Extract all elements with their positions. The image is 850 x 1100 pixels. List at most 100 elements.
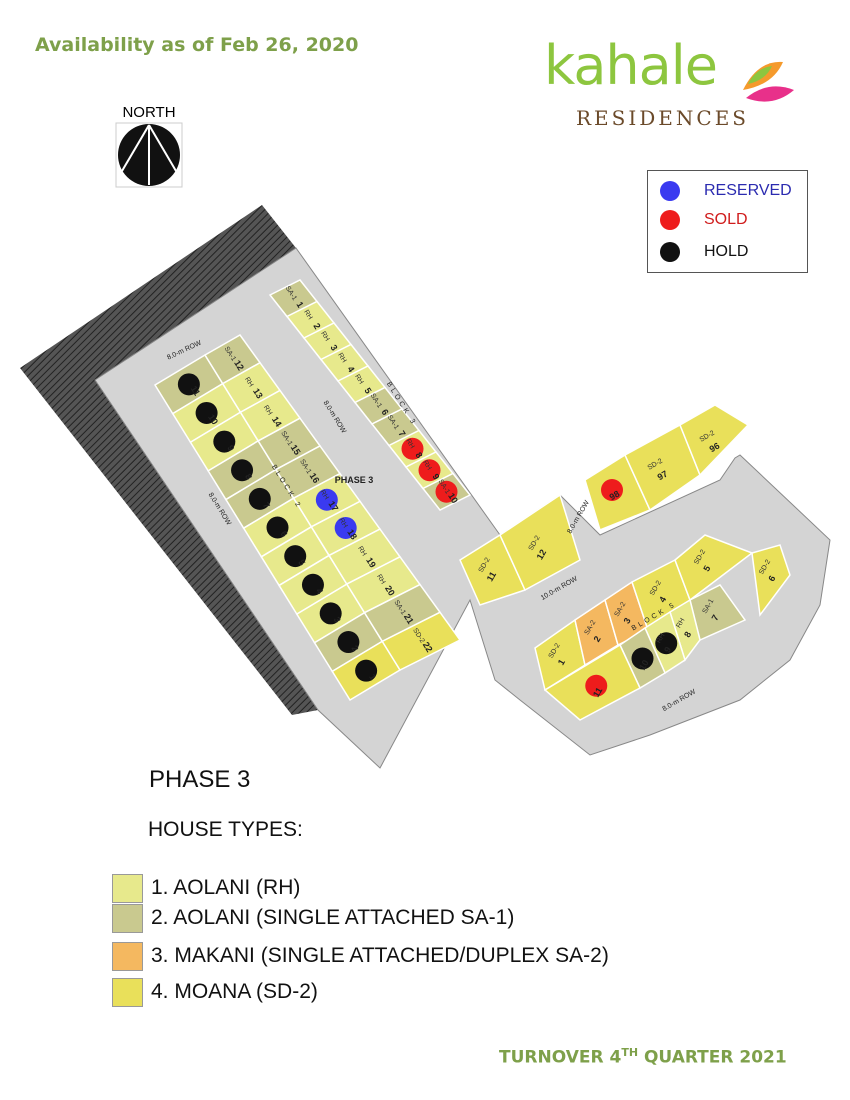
legend-label: SOLD	[704, 211, 748, 228]
lot-type-label: RH	[318, 489, 329, 501]
lot-type-label: RH	[421, 459, 432, 471]
swatch-icon	[112, 977, 143, 1007]
lot-number: 1	[367, 672, 378, 682]
lot-number: 3	[332, 615, 343, 625]
house-type-label: 4. MOANA (SD-2)	[151, 980, 318, 1003]
lot-number: 8	[682, 630, 693, 639]
hold-marker	[631, 647, 654, 670]
swatch-icon	[112, 941, 143, 971]
site-map: SA-11RH2RH3RH4RH5SA-16SA-17RH8RH9SA-110S…	[20, 205, 831, 769]
legend-label: HOLD	[704, 243, 749, 260]
lot-number: 97	[656, 469, 670, 483]
lot-number: 6	[278, 529, 289, 539]
north-compass: NORTH	[112, 104, 186, 194]
lot-number: 9	[225, 443, 236, 453]
reserved-marker	[315, 488, 338, 511]
lots-layer	[153, 279, 791, 721]
road-network	[94, 247, 831, 769]
lot-number: 1	[294, 300, 305, 310]
hold-marker	[248, 487, 271, 510]
hold-marker	[177, 373, 200, 396]
lot-number: 7	[710, 613, 721, 622]
hold-marker	[213, 430, 236, 453]
lot-type-label: RH	[302, 309, 313, 321]
lot-number: 9	[430, 472, 441, 482]
lot-type-label: RH	[675, 617, 686, 629]
lot-number: 8	[413, 450, 424, 460]
lot-number: 21	[402, 612, 416, 626]
swatch-icon	[112, 873, 143, 903]
logo-word: kahale	[544, 34, 718, 97]
lot-type-label: RH	[319, 330, 330, 342]
lot-number: 7	[261, 500, 272, 510]
turnover-note: TURNOVER 4TH QUARTER 2021	[499, 1046, 787, 1068]
lot-number: 10	[637, 658, 651, 672]
lot-number: 2	[311, 321, 322, 331]
sold-marker	[585, 674, 608, 697]
sold-marker	[401, 437, 424, 460]
sold-marker	[435, 480, 458, 503]
lot-type-label: RH	[356, 545, 367, 557]
hold-marker	[231, 459, 254, 482]
compass-icon	[115, 122, 183, 188]
lot-number: 13	[251, 387, 265, 401]
lot-number: 10	[446, 491, 460, 505]
hold-marker	[337, 631, 360, 654]
lot-12	[499, 493, 581, 592]
hold-marker	[301, 573, 324, 596]
reserved-dot-icon	[660, 181, 680, 201]
lot-number: 11	[189, 384, 203, 397]
lot-number: 14	[270, 415, 284, 429]
lot-number: 2	[592, 634, 603, 643]
sold-marker	[601, 479, 623, 501]
hold-marker	[655, 632, 678, 655]
house-type-rh: 1. AOLANI (RH)	[112, 873, 300, 903]
lot-number: 5	[296, 558, 307, 568]
phase-heading: PHASE 3	[149, 766, 251, 793]
lot-number: 6	[379, 407, 390, 417]
status-legend: RESERVED SOLD HOLD	[647, 170, 808, 273]
lot-number: 22	[421, 640, 435, 654]
lot-number: 4	[314, 586, 325, 596]
swatch-icon	[112, 903, 143, 933]
kahale-logo: kahale RESIDENCES	[540, 34, 810, 134]
house-type-sa2: 3. MAKANI (SINGLE ATTACHED/DUPLEX SA-2)	[112, 941, 609, 971]
house-types-heading: HOUSE TYPES:	[148, 818, 303, 841]
hold-marker	[355, 659, 378, 682]
legend-sold: SOLD	[660, 209, 748, 231]
sold-dot-icon	[660, 210, 680, 230]
lot-number: 18	[345, 527, 359, 541]
hold-dot-icon	[660, 242, 680, 262]
availability-date: Availability as of Feb 26, 2020	[35, 34, 359, 56]
lot-number: 9	[662, 645, 673, 654]
lot-number: 15	[289, 443, 303, 457]
hold-marker	[266, 516, 289, 539]
lot-number: 12	[232, 358, 246, 372]
lot-type-label: RH	[404, 438, 415, 450]
north-label: NORTH	[122, 104, 176, 121]
lot-number: 4	[657, 595, 668, 604]
turnover-post: QUARTER 2021	[638, 1047, 787, 1068]
lot-type-label: RH	[243, 376, 254, 388]
boundary-hatch	[20, 205, 318, 715]
hold-marker	[195, 401, 218, 424]
lot-number: 3	[328, 343, 339, 353]
house-type-sa1: 2. AOLANI (SINGLE ATTACHED SA-1)	[112, 903, 514, 933]
lot-number: 10	[206, 412, 220, 426]
lot-number: 5	[701, 564, 712, 573]
lot-number: 1	[556, 658, 567, 667]
lot-number: 11	[591, 686, 604, 699]
lot-22	[381, 611, 462, 671]
lot-6	[751, 544, 791, 617]
lot-number: 8	[243, 472, 254, 482]
legend-hold: HOLD	[660, 241, 748, 263]
legend-label: RESERVED	[704, 182, 792, 199]
lot-number: 2	[349, 644, 360, 654]
turnover-sup: TH	[621, 1046, 639, 1059]
lot-number: 12	[535, 548, 549, 562]
lot-type-label: RH	[655, 632, 666, 644]
lot-type-label: RH	[375, 573, 386, 585]
logo-subtitle: RESIDENCES	[576, 106, 749, 130]
lot-number: 20	[383, 584, 397, 598]
house-type-label: 1. AOLANI (RH)	[151, 876, 301, 899]
